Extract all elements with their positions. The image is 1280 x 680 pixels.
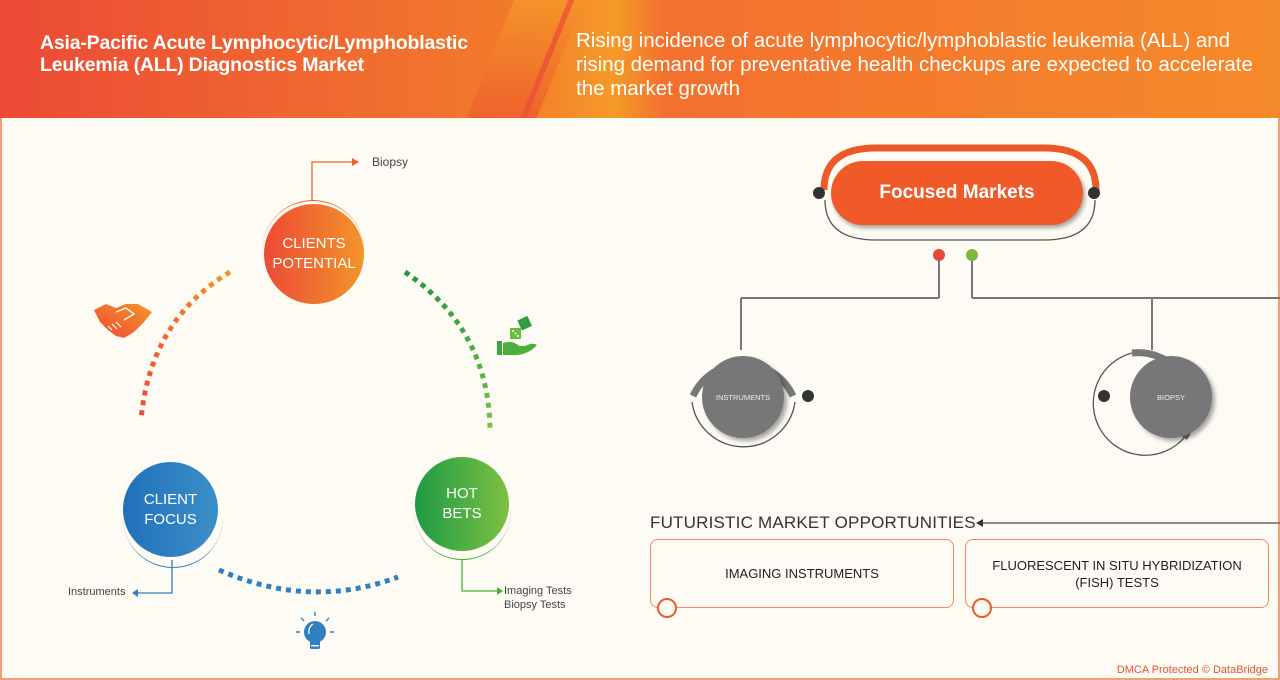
focused-markets-left-dot (813, 187, 825, 199)
focused-markets-top-arc (820, 144, 1100, 191)
futuristic-arrow-head (976, 519, 983, 527)
clients-potential-ring (262, 200, 364, 302)
focused-markets-right-dot (1088, 187, 1100, 199)
market-node-biopsy[interactable]: BIOPSY (1130, 356, 1212, 438)
client-focus-label-1: CLIENT (143, 490, 198, 508)
arc-clients-potential-to-hot-bets (403, 269, 493, 433)
page-title: Asia-Pacific Acute Lymphocytic/Lymphobla… (40, 32, 468, 76)
client-focus-item: Instruments (68, 586, 126, 598)
arc-client-focus-to-hot-bets (217, 567, 399, 595)
connector-instruments (138, 560, 173, 594)
lightbulb-icon (296, 612, 334, 649)
hot-bets-item-2: Biopsy Tests (504, 599, 566, 611)
instruments-inner-arc (691, 401, 796, 448)
hot-bets-item-1: Imaging Tests (504, 585, 572, 597)
clients-potential-item: Biopsy (372, 155, 409, 169)
arrow-biopsy (352, 158, 359, 166)
arrow-instruments (132, 589, 138, 597)
arrow-hot-bets (497, 587, 503, 595)
instruments-side-dot (802, 390, 814, 402)
content-frame (0, 118, 1280, 680)
page-subtitle: Rising incidence of acute lymphocytic/ly… (576, 29, 1253, 100)
dice-hand-icon (497, 315, 537, 355)
biopsy-inner-arc (1092, 352, 1185, 456)
client-focus-node[interactable]: CLIENT FOCUS (123, 462, 218, 557)
cycle-connectors (94, 158, 537, 649)
opportunity-label-2: FLUORESCENT IN SITU HYBRIDIZATION (FISH)… (992, 557, 1242, 590)
connector-hot-bets (461, 560, 497, 592)
opportunity-knob-2 (972, 598, 992, 618)
opportunity-card-1[interactable]: IMAGING INSTRUMENTS (650, 539, 954, 608)
clients-potential-label-2: POTENTIAL (272, 255, 356, 272)
connector-green-dot (966, 249, 978, 261)
clients-potential-node[interactable]: CLIENTS POTENTIAL (264, 204, 364, 304)
arc-clients-potential-to-client-focus (138, 269, 232, 421)
opportunity-knob-1 (657, 598, 677, 618)
header-banner: Asia-Pacific Acute Lymphocytic/Lymphobla… (0, 0, 1280, 118)
market-instruments-label: INSTRUMENTS (715, 392, 771, 402)
clients-potential-label-1: CLIENTS (282, 235, 346, 252)
hot-bets-label-1: HOT (446, 485, 478, 502)
futuristic-title: FUTURISTIC MARKET OPPORTUNITIES (650, 513, 976, 532)
focused-markets-title: Focused Markets (831, 161, 1083, 225)
hot-bets-ring (414, 463, 511, 560)
connector-red-dot (933, 249, 945, 261)
market-node-instruments[interactable]: INSTRUMENTS (702, 356, 784, 438)
handshake-icon (94, 304, 152, 338)
opportunity-label-1: IMAGING INSTRUMENTS (725, 566, 879, 581)
biopsy-side-dot (1098, 390, 1110, 402)
focused-markets-bottom-arc (824, 199, 1096, 241)
hot-bets-node[interactable]: HOT BETS (415, 457, 509, 551)
client-focus-label-2: FOCUS (144, 510, 197, 528)
market-biopsy-label: BIOPSY (1157, 392, 1185, 402)
opportunity-card-2[interactable]: FLUORESCENT IN SITU HYBRIDIZATION (FISH)… (965, 539, 1269, 608)
connector-biopsy (311, 161, 352, 200)
client-focus-ring (123, 468, 223, 568)
copyright-footer: DMCA Protected © DataBridge (1116, 664, 1268, 676)
hot-bets-label-2: BETS (442, 505, 482, 522)
